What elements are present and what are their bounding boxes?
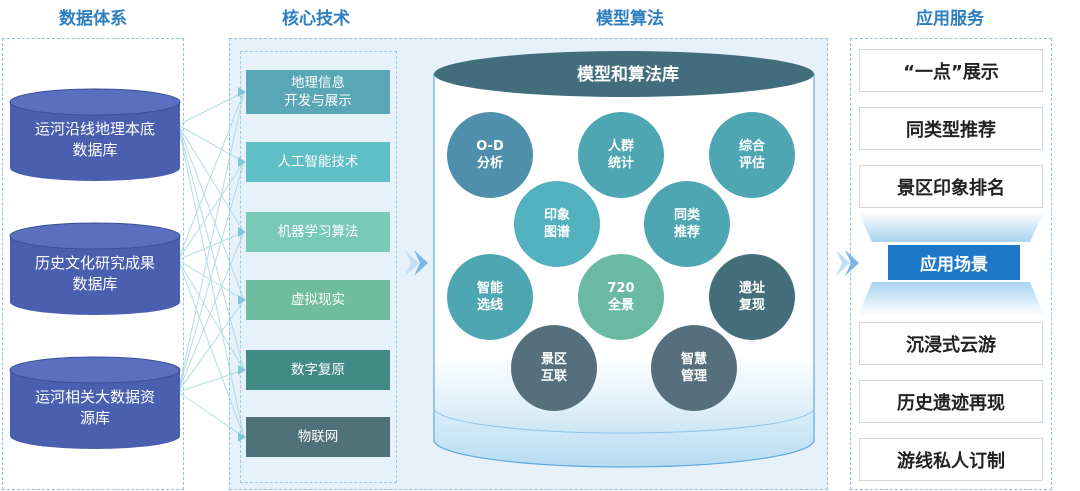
- service-heritage-reconstruction: 历史遗迹再现: [859, 380, 1043, 423]
- tech-iot: 物联网: [246, 417, 390, 457]
- scene-funnel: [858, 212, 1044, 316]
- tech-ai: 人工智能技术: [246, 142, 390, 182]
- application-scene-label: 应用场景: [888, 245, 1020, 280]
- database-label-line1: 运河相关大数据资: [34, 388, 155, 406]
- database-label-line2: 数据库: [72, 275, 118, 293]
- column-title-tech: 核心技术: [282, 9, 350, 29]
- database-label-line1: 运河沿线地理本底: [34, 120, 155, 138]
- tech-gis: 地理信息开发与展示: [246, 70, 390, 114]
- algo-smart-route: 智能 选线: [447, 254, 533, 340]
- algo-label-line1: 智慧: [680, 352, 707, 367]
- service-custom-route: 游线私人订制: [859, 438, 1043, 481]
- tech-label-line1: 地理信息: [291, 75, 345, 91]
- arrow-right-icon: [836, 250, 859, 276]
- tech-inner-frame: [240, 51, 397, 483]
- tech-label-line2: 开发与展示: [284, 93, 352, 109]
- algo-impression-graph: 印象 图谱: [514, 181, 600, 267]
- tech-label: 机器学习算法: [277, 224, 359, 240]
- algo-720-panorama: 720 全景: [578, 254, 664, 340]
- database-geographic: 运河沿线地理本底数据库: [8, 88, 182, 184]
- algo-site-reconstruction: 遗址 复现: [709, 254, 795, 340]
- algo-label-line2: 图谱: [543, 225, 570, 240]
- column-title-data: 数据体系: [59, 9, 127, 29]
- service-similar-recommendation: 同类型推荐: [859, 107, 1043, 150]
- tech-virtual-reality: 虚拟现实: [246, 280, 390, 320]
- algo-scenic-interconnect: 景区 互联: [511, 325, 597, 411]
- algo-label-line2: 推荐: [673, 225, 700, 240]
- algo-label-line2: 分析: [476, 156, 503, 171]
- service-scenic-ranking: 景区印象排名: [859, 165, 1043, 208]
- database-cylinder-icon: [9, 222, 181, 315]
- database-label-line1: 历史文化研究成果: [34, 254, 155, 272]
- column-title-model: 模型算法: [596, 9, 664, 29]
- algo-smart-management: 智慧 管理: [651, 325, 737, 411]
- tech-label: 数字复原: [291, 362, 345, 378]
- column-title-service: 应用服务: [916, 9, 984, 29]
- tech-label: 人工智能技术: [277, 154, 359, 170]
- algo-label-line2: 复现: [738, 298, 765, 313]
- algo-od-analysis: O-D 分析: [447, 112, 533, 198]
- database-cylinder-icon: [9, 88, 181, 181]
- algo-label-line1: 综合: [738, 139, 765, 154]
- algo-label-line1: 同类: [673, 208, 700, 223]
- algo-label-line1: O-D: [476, 139, 504, 154]
- database-cultural-research: 历史文化研究成果数据库: [8, 222, 182, 318]
- tech-machine-learning: 机器学习算法: [246, 212, 390, 252]
- algo-label-line2: 统计: [607, 156, 634, 171]
- algo-label-line1: 智能: [476, 281, 503, 296]
- algo-similar-recommendation: 同类 推荐: [644, 181, 730, 267]
- algo-label-line2: 评估: [738, 156, 765, 171]
- model-library-title: 模型和算法库: [577, 65, 679, 85]
- arrow-right-icon: [405, 250, 428, 276]
- database-label-line2: 源库: [79, 409, 110, 427]
- tech-label: 虚拟现实: [291, 292, 345, 308]
- database-big-data: 运河相关大数据资源库: [8, 356, 182, 452]
- data-system-panel: [2, 38, 184, 490]
- algo-label-line1: 印象: [543, 208, 570, 223]
- tech-digital-restoration: 数字复原: [246, 350, 390, 390]
- database-label-line2: 数据库: [72, 141, 118, 159]
- algo-label-line1: 人群: [607, 139, 634, 154]
- algo-label-line1: 720: [607, 281, 635, 296]
- algo-label-line2: 管理: [680, 369, 707, 384]
- service-panel: [850, 38, 1052, 490]
- service-one-point-display: “一点”展示: [859, 49, 1043, 92]
- algo-label-line1: 景区: [540, 352, 567, 367]
- algo-label-line2: 互联: [540, 369, 567, 384]
- algo-crowd-statistics: 人群 统计: [578, 112, 664, 198]
- algo-comprehensive-evaluation: 综合 评估: [709, 112, 795, 198]
- algo-label-line2: 选线: [476, 298, 503, 313]
- service-immersive-tour: 沉浸式云游: [859, 322, 1043, 365]
- algo-label-line1: 遗址: [738, 281, 765, 296]
- tech-label: 物联网: [297, 429, 339, 445]
- database-cylinder-icon: [9, 356, 181, 449]
- algo-label-line2: 全景: [607, 298, 634, 313]
